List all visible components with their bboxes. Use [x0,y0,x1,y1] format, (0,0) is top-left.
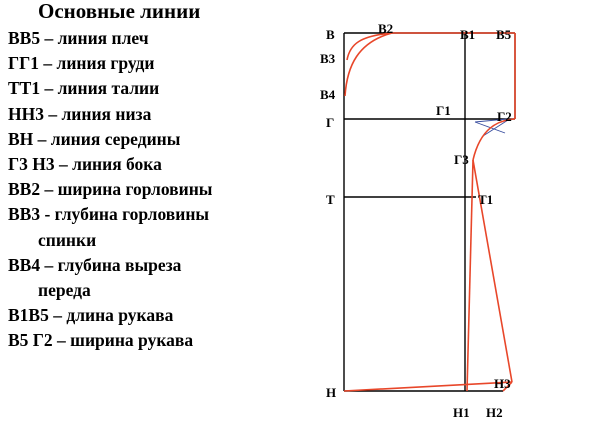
legend-item-text: ВВ3 - глубина горловины [8,204,210,225]
legend-item-text: В1В5 – длина рукава [8,305,174,326]
list-item: ВВ5 – линия плеч [8,26,308,51]
construction-lines-black [343,32,516,392]
point-label-B3: В3 [320,51,336,66]
list-item: В5 Г2 – ширина рукава [8,328,308,353]
point-label-H3: Н3 [494,376,511,391]
list-item: ВН – линия середины [8,127,308,152]
point-label-T: Т [326,192,335,207]
point-label-H2: Н2 [486,405,503,420]
legend-item-text: Г3 Н3 – линия бока [8,154,162,175]
point-label-B4: В4 [320,87,336,102]
point-label-H: Н [326,385,337,400]
back-neckline-curve [346,32,393,61]
hem-red-line [343,381,513,392]
legend-item-text-cont: переда [38,280,91,301]
list-item: ВВ3 - глубина горловины спинки [8,202,308,252]
point-label-B2: В2 [378,21,394,36]
legend-item-text-cont: спинки [38,229,97,250]
legend-item-text: ВН – линия середины [8,128,181,149]
list-item: В1В5 – длина рукава [8,303,308,328]
point-label-G3: Г3 [454,152,469,167]
point-label-G1: Г1 [436,103,451,118]
legend-item-text: ГГ1 – линия груди [8,53,155,74]
legend-list: ВВ5 – линия плеч ГГ1 – линия груди ТТ1 –… [8,26,308,354]
list-item: ТТ1 – линия талии [8,76,308,101]
side-seam-left [466,159,474,392]
list-item: Г3 Н3 – линия бока [8,152,308,177]
front-neckline-curve [344,32,393,97]
pattern-outline-red [343,32,516,392]
legend-panel: Основные линии ВВ5 – линия плеч ГГ1 – ли… [8,0,308,354]
side-seam-right [472,159,513,383]
sleeve-underarm-curve [472,118,516,161]
legend-item-text: НН3 – линия низа [8,103,152,124]
point-label-B: В [326,27,335,42]
legend-item-text: ТТ1 – линия талии [8,78,160,99]
list-item: ВВ2 – ширина горловины [8,177,308,202]
point-label-G2: Г2 [497,109,512,124]
hem-corner-segment [502,381,513,392]
point-label-B1: В1 [460,27,476,42]
legend-item-text: ВВ5 – линия плеч [8,28,149,48]
list-item: НН3 – линия низа [8,102,308,127]
list-item: ГГ1 – линия груди [8,51,308,76]
legend-title: Основные линии [38,0,201,23]
point-label-H1: Н1 [453,405,470,420]
point-label-B5: В5 [496,27,512,42]
legend-item-text: ВВ2 – ширина горловины [8,179,213,200]
point-label-G: Г [326,115,335,130]
pattern-drawing: В В2 В1 В5 В3 В4 Г Г1 Г2 Г3 Т Т1 Н Н1 Н2… [300,0,600,423]
point-label-T1: Т1 [478,192,494,207]
legend-item-text: ВВ4 – глубина выреза [8,254,182,275]
legend-item-text: В5 Г2 – ширина рукава [8,330,194,351]
list-item: ВВ4 – глубина выреза переда [8,253,308,303]
